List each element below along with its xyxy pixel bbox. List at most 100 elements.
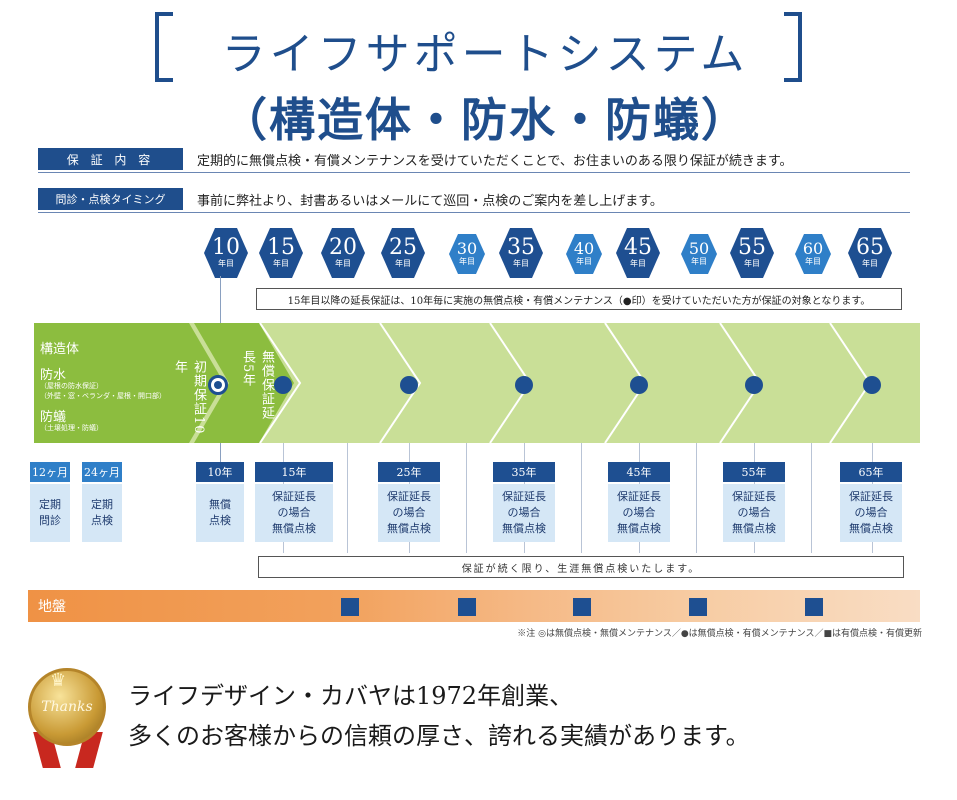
- year-unit: 年目: [691, 257, 707, 266]
- year-number: 15: [267, 235, 295, 260]
- checkpoint-desc: 無償 点検: [196, 484, 244, 542]
- initial-warranty-label: 初期保証10年: [172, 360, 206, 435]
- closing-line-1: ライフデザイン・カバヤは1972年創業、: [128, 682, 574, 710]
- initial-warranty-chevron: [34, 323, 224, 443]
- checkpoint-year: 15年: [255, 462, 333, 482]
- guide-line: [696, 443, 697, 553]
- waterproof-note-2: （外壁・窓・ベランダ・屋根・開口部）: [40, 392, 166, 400]
- year-unit: 年目: [805, 257, 821, 266]
- waterproof-note: （屋根の防水保証）: [40, 382, 103, 390]
- legend-note: ※注 ◎は無償点検・無償メンテナンス／●は無償点検・有償メンテナンス／■は有償点…: [517, 629, 922, 639]
- paid-check-square-icon: [805, 598, 823, 616]
- ground-label: 地盤: [38, 599, 66, 615]
- checkpoint-dot: [400, 376, 418, 394]
- divider: [38, 212, 910, 213]
- free-check-target-icon: [208, 375, 228, 395]
- extension-label: 無償保証延長5年: [240, 350, 274, 420]
- medal-text: Thanks: [41, 699, 93, 715]
- checkpoint-year: 35年: [493, 462, 555, 482]
- paid-check-square-icon: [689, 598, 707, 616]
- termite-note: （土壌処理・防蟻）: [40, 424, 103, 432]
- year-number: 60: [802, 239, 824, 258]
- year-unit: 年目: [744, 259, 760, 268]
- year-unit: 年目: [335, 259, 351, 268]
- chevron-band-svg: [34, 323, 872, 443]
- checkpoint-year: 12ヶ月: [30, 462, 70, 482]
- checkpoint-desc: 定期 問診: [30, 484, 70, 542]
- checkpoint-dot: [863, 376, 881, 394]
- page-subtitle: （構造体・防水・防蟻）: [221, 93, 749, 147]
- year-unit: 年目: [395, 259, 411, 268]
- divider: [38, 172, 910, 173]
- year-number: 40: [573, 239, 595, 258]
- year-unit: 年目: [513, 259, 529, 268]
- lifetime-guarantee: 保証が続く限り、生涯無償点検いたします。: [258, 556, 904, 578]
- year-number: 45: [624, 235, 652, 260]
- extension-chevron: [194, 323, 294, 443]
- termite-label: 防蟻: [40, 410, 67, 425]
- guide-line: [347, 443, 348, 553]
- checkpoint-dot: [274, 376, 292, 394]
- year-unit: 年目: [459, 257, 475, 266]
- checkpoint-year: 55年: [723, 462, 785, 482]
- year-unit: 年目: [576, 257, 592, 266]
- year-unit: 年目: [218, 259, 234, 268]
- timing-label: 問診・点検タイミング: [38, 188, 183, 210]
- year-number: 50: [688, 239, 710, 258]
- guarantee-text: 定期的に無償点検・有償メンテナンスを受けていただくことで、お住まいのある限り保証…: [197, 153, 793, 169]
- checkpoint-desc: 保証延長 の場合 無償点検: [378, 484, 440, 542]
- timing-row: 問診・点検タイミング 事前に弊社より、封書あるいはメールにて巡回・点検のご案内を…: [38, 188, 910, 210]
- checkpoint-dot: [515, 376, 533, 394]
- year-unit: 年目: [862, 259, 878, 268]
- closing-line-2: 多くのお客様からの信頼の厚さ、誇れる実績があります。: [128, 722, 750, 750]
- paid-check-square-icon: [458, 598, 476, 616]
- year-unit: 年目: [273, 259, 289, 268]
- year-number: 30: [456, 239, 478, 258]
- checkpoint-year: 10年: [196, 462, 244, 482]
- guarantee-row: 保 証 内 容 定期的に無償点検・有償メンテナンスを受けていただくことで、お住ま…: [38, 148, 910, 170]
- checkpoint-desc: 保証延長 の場合 無償点検: [723, 484, 785, 542]
- paid-check-square-icon: [573, 598, 591, 616]
- page-title: ライフサポートシステム: [221, 29, 749, 80]
- year-number: 65: [856, 235, 884, 260]
- year-number: 25: [389, 235, 417, 260]
- structure-label: 構造体: [40, 342, 80, 357]
- extension-notice: 15年目以降の延長保証は、10年毎に実施の無償点検・有償メンテナンス（●印）を受…: [256, 288, 902, 310]
- checkpoint-year: 25年: [378, 462, 440, 482]
- timing-text: 事前に弊社より、封書あるいはメールにて巡回・点検のご案内を差し上げます。: [197, 193, 663, 209]
- checkpoint-year: 65年: [840, 462, 902, 482]
- checkpoint-dot: [745, 376, 763, 394]
- checkpoint-dot: [630, 376, 648, 394]
- checkpoint-desc: 保証延長 の場合 無償点検: [840, 484, 902, 542]
- checkpoint-year: 24ヶ月: [82, 462, 122, 482]
- guarantee-label: 保 証 内 容: [38, 148, 183, 170]
- year-number: 55: [738, 235, 766, 260]
- paid-check-square-icon: [341, 598, 359, 616]
- guide-line: [466, 443, 467, 553]
- chevron-divider: [259, 323, 302, 443]
- medal-icon: Thanks: [28, 668, 106, 746]
- crown-icon: ♛: [50, 670, 67, 691]
- year-number: 35: [507, 235, 535, 260]
- checkpoint-desc: 保証延長 の場合 無償点検: [608, 484, 670, 542]
- checkpoint-year: 45年: [608, 462, 670, 482]
- guide-line: [581, 443, 582, 553]
- year-number: 20: [329, 235, 357, 260]
- chevron-divider: [379, 323, 422, 443]
- guide-line: [811, 443, 812, 553]
- checkpoint-desc: 保証延長 の場合 無償点検: [255, 484, 333, 542]
- waterproof-label: 防水: [40, 368, 67, 383]
- year-unit: 年目: [630, 259, 646, 268]
